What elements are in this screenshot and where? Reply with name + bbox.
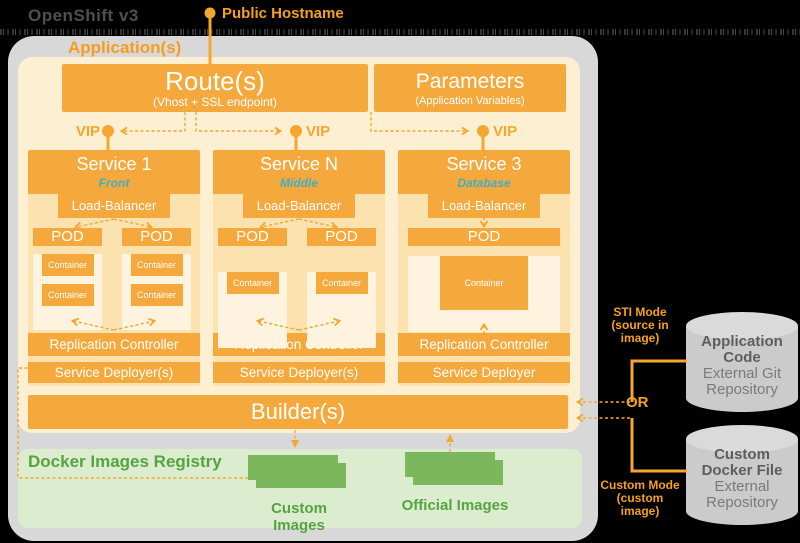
vip-label-3: VIP [493,123,518,140]
service-3-title: Service 3 [446,154,522,174]
docker-registry-label: Docker Images Registry [28,452,222,471]
custom-mode-label: Custom Mode (custom image) [596,479,684,518]
container-box: Container [440,256,528,310]
custom-mode-connector [630,418,687,473]
pod-label: POD [408,228,560,246]
container-box: Container [41,284,94,306]
container-box: Container [130,254,183,276]
public-hostname-label: Public Hostname [222,5,344,22]
sti-mode-line1: STI Mode [613,305,667,319]
docker-file-repository-text: Custom Docker File External Repository [692,447,792,511]
or-label: OR [626,394,649,411]
service-1-replication-controller: Replication Controller [28,333,200,356]
service-3-group: Service 3 Database Load-Balancer POD Con… [398,150,570,386]
docker-file-repository-cylinder: Custom Docker File External Repository [686,425,798,525]
pod: POD Container [408,228,560,332]
service-1-pods: POD Container Container POD Container Co… [28,228,200,330]
container-box: Container [226,272,279,294]
pod-body: Container Container [122,254,191,330]
vip-label-1: VIP [75,123,100,140]
service-n-title: Service N [259,154,339,174]
pod-body: Container [307,272,376,348]
custom-images-label: Custom Images [271,500,327,534]
public-hostname-dot [204,7,216,19]
routes-box: Route(s) (Vhost + SSL endpoint) [62,64,368,112]
pod: POD Container [218,228,287,348]
container-box: Container [315,272,368,294]
service-n-tier: Middle [280,176,318,190]
official-images-stack [413,460,503,485]
official-images-label: Official Images [401,497,509,514]
pod: POD Container Container [122,228,191,330]
sti-mode-line2: (source in image) [611,318,669,345]
service-n-load-balancer: Load-Balancer [243,194,355,218]
parameters-subtitle: (Application Variables) [415,95,525,107]
routes-subtitle: (Vhost + SSL endpoint) [153,95,277,109]
service-3-deployer: Service Deployer [398,362,570,383]
service-1-header: Service 1 Front [28,150,200,194]
custom-mode-line1: Custom Mode [600,478,680,492]
service-n-pods: POD Container POD Container [213,228,385,348]
parameters-title: Parameters [415,70,525,93]
git-repository-cylinder: Application Code External Git Repository [686,312,798,412]
custom-mode-line2: (custom image) [616,491,664,518]
fine-print-strip [0,29,800,35]
service-3-replication-controller: Replication Controller [398,333,570,356]
container-box: Container [41,254,94,276]
git-repository-text: Application Code External Git Repository [692,334,792,398]
container-box: Container [130,284,183,306]
service-3-pods: POD Container [398,228,570,332]
pod-label: POD [122,228,191,246]
cylinder-body [686,439,798,525]
service-1-load-balancer: Load-Balancer [58,194,170,218]
page-title: OpenShift v3 [28,6,139,25]
service-3-load-balancer: Load-Balancer [428,194,540,218]
cylinder-top [686,425,798,453]
service-n-header: Service N Middle [213,150,385,194]
pod-label: POD [218,228,287,246]
parameters-box: Parameters (Application Variables) [374,64,566,112]
docker-file-repository-subtitle: External Repository [706,478,778,511]
service-1-group: Service 1 Front Load-Balancer POD Contai… [28,150,200,386]
docker-file-repository-title: Custom Docker File [701,446,783,479]
service-3-tier: Database [457,176,511,190]
custom-images-stack [256,463,346,488]
git-repository-subtitle: External Git Repository [702,365,782,398]
service-1-deployer: Service Deployer(s) [28,362,200,383]
pod-label: POD [33,228,102,246]
service-1-tier: Front [98,176,130,190]
pod: POD Container Container [33,228,102,330]
cylinder-top [686,312,798,340]
service-3-header: Service 3 Database [398,150,570,194]
pod-label: POD [307,228,376,246]
application-label: Application(s) [68,38,182,57]
pod-body: Container [408,256,560,332]
vip-label-2: VIP [306,123,331,140]
service-1-title: Service 1 [76,154,152,174]
service-n-deployer: Service Deployer(s) [213,362,385,383]
service-n-group: Service N Middle Load-Balancer POD Conta… [213,150,385,386]
git-repository-title: Application Code [701,333,783,366]
pod-body: Container [218,272,287,348]
cylinder-body [686,326,798,412]
pod-body: Container Container [33,254,102,330]
routes-title: Route(s) [165,66,265,96]
sti-mode-label: STI Mode (source in image) [596,306,684,345]
pod: POD Container [307,228,376,348]
builder-box: Builder(s) [28,395,568,429]
